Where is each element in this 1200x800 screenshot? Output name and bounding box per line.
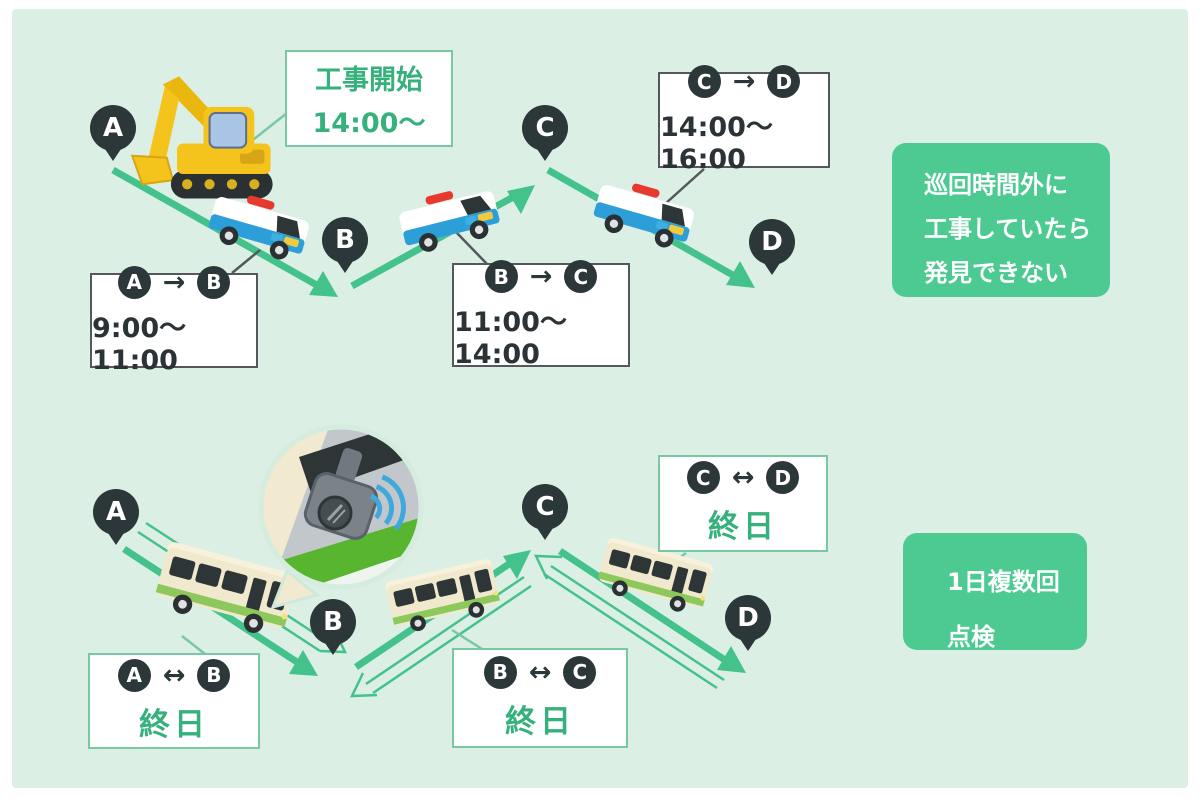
patrol-car-icon — [593, 183, 694, 248]
dashcam-inset — [258, 424, 424, 610]
direction-arrow-icon: → — [162, 266, 186, 298]
marker-pin-b: B — [310, 599, 356, 645]
both-ways-arrow-icon: ↔ — [528, 656, 552, 688]
construction-start-time: 14:00〜 — [312, 107, 426, 139]
stop-badge: C — [564, 260, 598, 293]
route-time: 11:00〜14:00 — [454, 307, 567, 370]
stop-badge: B — [484, 260, 518, 293]
inset-tail — [270, 568, 321, 610]
stop-badge: A — [117, 658, 151, 692]
bus-icon — [155, 542, 297, 633]
route-box-b-c: B → C 11:00〜14:00 — [452, 260, 630, 370]
construction-start-box: 工事開始 14:00〜 — [285, 50, 453, 147]
wifi-signal-icon — [369, 474, 406, 531]
excavator-icon — [130, 76, 273, 199]
marker-pin-a: A — [90, 105, 136, 151]
both-ways-arrow-icon: ↔ — [162, 659, 186, 691]
marker-pin-c: C — [522, 484, 568, 530]
route-time: 14:00〜16:00 — [660, 112, 773, 175]
route-box-a-b: A → B 9:00〜11:00 — [90, 265, 258, 376]
patrol-car-icon — [208, 195, 309, 260]
stop-badge: D — [766, 461, 800, 494]
route-time: 9:00〜11:00 — [92, 312, 187, 376]
direction-arrow-icon: → — [529, 261, 553, 292]
marker-pin-d: D — [749, 219, 795, 265]
marker-pin-b: B — [322, 217, 368, 263]
route-box-b-c-allday: B ↔ C 終日 — [452, 648, 628, 748]
multiple-daily-checks-callout: 1日複数回 点検 — [903, 533, 1087, 651]
stop-badge: B — [197, 265, 231, 299]
stop-badge: B — [197, 658, 231, 692]
route-box-c-d: C → D 14:00〜16:00 — [658, 65, 830, 175]
stop-badge: C — [686, 461, 720, 494]
patrol-limitation-callout: 巡回時間外に 工事していたら 発見できない — [892, 143, 1110, 297]
patrol-car-icon — [399, 191, 500, 252]
bus-icon — [385, 559, 500, 632]
marker-pin-c: C — [522, 105, 568, 151]
construction-start-label: 工事開始 — [315, 64, 423, 96]
stop-badge: C — [687, 65, 721, 98]
both-ways-arrow-icon: ↔ — [731, 462, 755, 493]
marker-pin-a: A — [93, 489, 139, 535]
stop-badge: D — [767, 65, 801, 98]
stop-badge: A — [117, 265, 151, 299]
stop-badge: C — [563, 655, 597, 689]
marker-pin-d: D — [725, 595, 771, 641]
dashcam-mount — [335, 447, 363, 483]
route-time: 終日 — [505, 703, 575, 740]
route-time: 終日 — [139, 706, 209, 743]
bus-icon — [598, 537, 713, 612]
top-box-connectors — [231, 168, 705, 274]
stop-badge: B — [483, 655, 517, 689]
route-time: 終日 — [708, 509, 778, 545]
route-box-a-b-allday: A ↔ B 終日 — [88, 653, 260, 749]
direction-arrow-icon: → — [732, 66, 756, 97]
route-box-c-d-allday: C ↔ D 終日 — [658, 455, 828, 552]
